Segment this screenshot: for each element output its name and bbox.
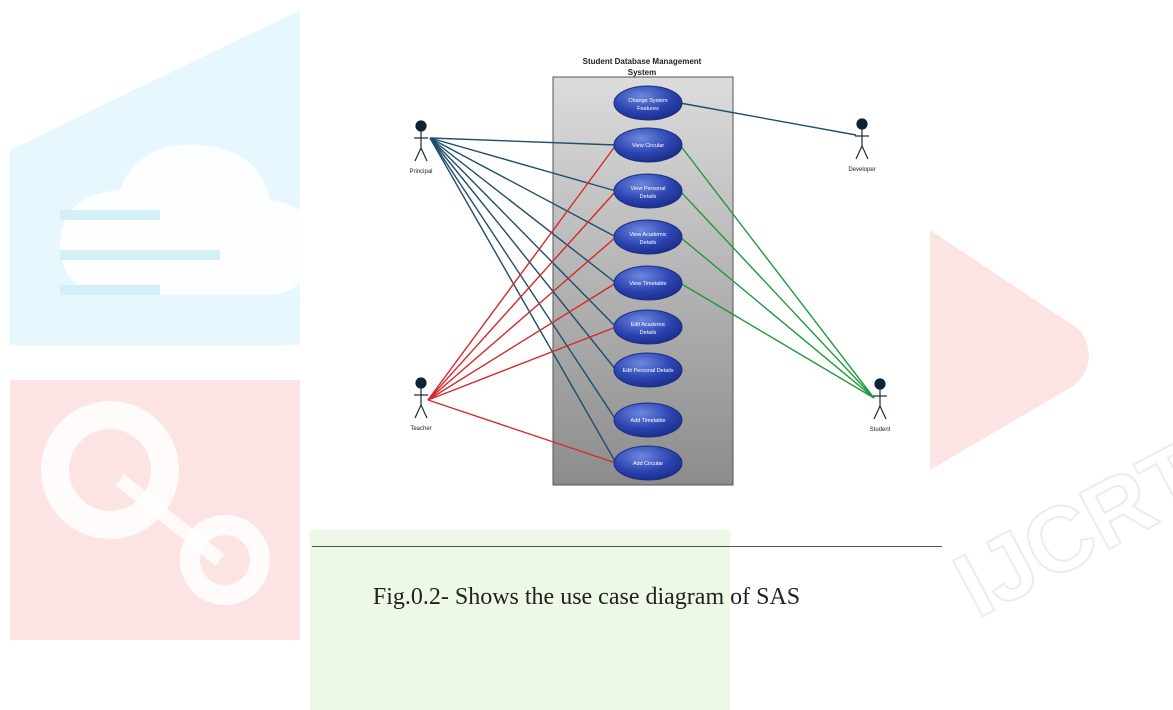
use-case-view-timetable: View Timetable [613,265,683,301]
use-case-view-circular: View Circular [613,127,683,163]
actor-developer-icon [855,118,869,160]
association-developer-change-system-features [679,102,857,136]
association-principal-view-circular [429,137,617,146]
association-teacher-edit-academic-details [427,326,617,401]
use-case-label-change-system-features: Change System [628,98,668,104]
association-principal-view-personal-details [429,137,617,192]
use-case-ellipse-view-circular [613,127,683,163]
actor-principal: Principal [409,120,433,175]
use-case-ellipse-view-timetable [613,265,683,301]
association-principal-edit-personal-details [429,137,617,371]
actor-label-principal: Principal [409,169,432,175]
use-case-label-add-timetable: Add Timetable [630,418,665,424]
association-student-view-circular [679,144,875,399]
association-student-view-personal-details [679,190,875,399]
use-case-ellipse-change-system-features [613,85,683,121]
association-teacher-add-circular [427,399,617,464]
use-case-label-view-personal-details: View Personal [630,186,665,192]
association-lines [427,102,875,464]
use-case-label-add-circular: Add Circular [633,461,663,467]
association-teacher-view-circular [427,144,617,401]
use-case-ellipse-view-academic-details [613,219,683,255]
actor-label-developer: Developer [848,167,875,173]
use-case-ellipse-edit-personal-details [613,352,683,388]
use-case-label2-edit-academic-details: Details [640,330,657,336]
svg-text:Student Database Management: Student Database Management [583,57,702,66]
use-case-label2-view-personal-details: Details [640,194,657,200]
svg-text:System: System [628,68,656,77]
figure-caption: Fig.0.2- Shows the use case diagram of S… [372,584,801,610]
actor-label-teacher: Teacher [410,426,431,432]
cloud-circuit-logo [10,10,315,345]
use-case-ellipse-view-personal-details [613,173,683,209]
use-case-label-view-circular: View Circular [632,143,664,149]
use-case-add-circular: Add Circular [613,445,683,481]
association-principal-view-timetable [429,137,617,284]
association-teacher-view-academic-details [427,236,617,401]
actor-student: Student [870,378,891,433]
use-case-ellipse-add-circular [613,445,683,481]
use-case-label-edit-academic-details: Edit Academic [631,322,666,328]
use-case-edit-personal-details: Edit Personal Details [613,352,683,388]
actor-teacher-icon [414,377,428,419]
use-case-ellipse-add-timetable [613,402,683,438]
association-principal-add-circular [429,137,617,464]
association-student-view-timetable [679,282,875,399]
play-shape [930,230,1089,470]
association-student-view-academic-details [679,236,875,399]
caption-divider [312,546,942,547]
use-case-label-view-academic-details: View Academic [629,232,666,238]
use-case-label2-change-system-features: Features [637,106,659,112]
green-shape [310,530,730,710]
use-case-label-view-timetable: View Timetable [629,281,666,287]
use-case-label2-view-academic-details: Details [640,240,657,246]
actor-label-student: Student [870,427,891,433]
actor-principal-icon [414,120,428,162]
system-title: Student Database Management System [583,57,702,77]
association-principal-edit-academic-details [429,137,617,328]
gear-logo [10,380,300,640]
association-principal-view-academic-details [429,137,617,238]
use-case-add-timetable: Add Timetable [613,402,683,438]
association-teacher-view-timetable [427,282,617,401]
use-case-label-edit-personal-details: Edit Personal Details [622,368,673,374]
actor-developer: Developer [848,118,876,173]
actor-student-icon [873,378,887,420]
actor-teacher: Teacher [410,377,432,432]
association-principal-add-timetable [429,137,617,421]
association-teacher-view-personal-details [427,190,617,401]
use-case-ellipse-edit-academic-details [613,309,683,345]
